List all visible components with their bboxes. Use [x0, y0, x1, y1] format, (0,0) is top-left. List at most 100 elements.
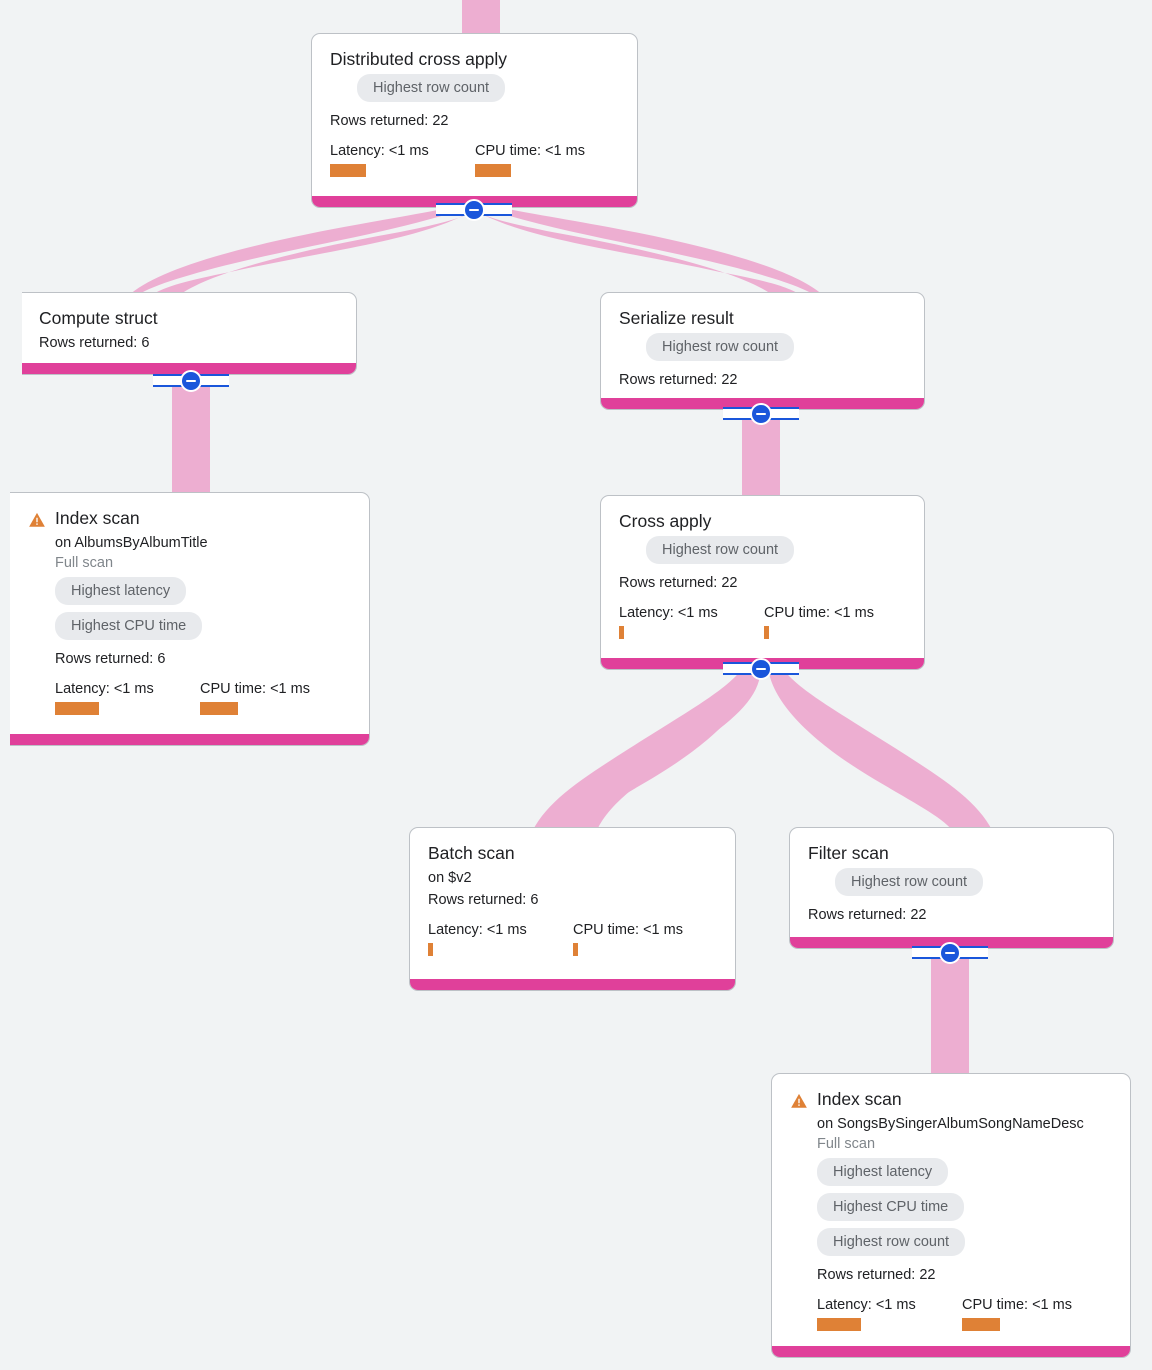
chip-highest-row-count: Highest row count	[817, 1228, 966, 1256]
node-compute-struct[interactable]: Compute struct Rows returned: 6	[22, 292, 357, 375]
node-chips: Highest latency Highest CPU time	[55, 577, 351, 647]
node-title-row: Index scan	[28, 507, 351, 529]
node-title-row: Filter scan	[808, 842, 1095, 864]
node-title-row: Index scan	[790, 1088, 1112, 1110]
edge-cross-apply-to-batch-scan	[560, 672, 760, 832]
metric-latency: Latency: <1 ms	[619, 604, 764, 639]
collapse-toggle-icon[interactable]	[939, 942, 961, 964]
rows-returned: Rows returned: 6	[39, 335, 150, 351]
collapse-toggle-icon[interactable]	[463, 199, 485, 221]
node-title-row: Compute struct	[39, 307, 338, 329]
edge-root-to-compute-struct-body	[128, 202, 472, 302]
node-subtitle: on SongsBySingerAlbumSongNameDesc	[817, 1116, 1084, 1132]
node-title-row: Cross apply	[619, 510, 906, 532]
collapse-button-serialize-result[interactable]	[723, 403, 799, 425]
metric-latency-label: Latency: <1 ms	[619, 605, 718, 621]
metric-cpu-time: CPU time: <1 ms	[200, 680, 310, 715]
metric-latency-label: Latency: <1 ms	[55, 681, 154, 697]
chip-highest-row-count: Highest row count	[835, 868, 984, 896]
metric-latency-bar	[428, 943, 433, 956]
metric-latency: Latency: <1 ms	[428, 921, 573, 956]
collapse-toggle-icon[interactable]	[180, 370, 202, 392]
metric-cpu-time: CPU time: <1 ms	[764, 604, 874, 639]
node-cross-apply[interactable]: Cross apply Highest row count Rows retur…	[600, 495, 925, 670]
chip-highest-row-count: Highest row count	[646, 536, 795, 564]
node-chips: Highest row count	[646, 333, 906, 368]
warning-icon	[791, 1093, 807, 1108]
node-status-bar	[772, 1346, 1130, 1357]
node-body: Index scan on AlbumsByAlbumTitle Full sc…	[10, 493, 369, 731]
node-body: Batch scan on $v2 Rows returned: 6 Laten…	[410, 828, 735, 972]
node-title-row: Batch scan	[428, 842, 717, 864]
node-chips: Highest latency Highest CPU time Highest…	[817, 1158, 1112, 1263]
collapse-button-compute-struct[interactable]	[153, 370, 229, 392]
metric-latency-bar	[817, 1318, 861, 1331]
node-title: Filter scan	[808, 843, 889, 863]
metric-cpu-bar	[962, 1318, 1000, 1331]
collapse-button-distributed-cross-apply[interactable]	[436, 199, 512, 221]
metric-latency: Latency: <1 ms	[55, 680, 200, 715]
node-body: Filter scan Highest row count Rows retur…	[790, 828, 1113, 941]
node-distributed-cross-apply[interactable]: Distributed cross apply Highest row coun…	[311, 33, 638, 208]
node-batch-scan[interactable]: Batch scan on $v2 Rows returned: 6 Laten…	[409, 827, 736, 991]
metric-cpu-time: CPU time: <1 ms	[573, 921, 683, 956]
node-chips: Highest row count	[646, 536, 906, 571]
node-index-scan-songs[interactable]: Index scan on SongsBySingerAlbumSongName…	[771, 1073, 1131, 1358]
rows-returned: Rows returned: 22	[619, 372, 738, 388]
node-subtitle: on AlbumsByAlbumTitle	[55, 535, 208, 551]
metric-cpu-label: CPU time: <1 ms	[200, 681, 310, 697]
metric-cpu-label: CPU time: <1 ms	[475, 143, 585, 159]
rows-returned: Rows returned: 22	[330, 113, 449, 129]
node-body: Compute struct Rows returned: 6	[22, 293, 356, 369]
collapse-toggle-icon[interactable]	[750, 403, 772, 425]
node-title: Index scan	[817, 1089, 902, 1109]
metric-latency-label: Latency: <1 ms	[428, 922, 527, 938]
metric-cpu-bar	[475, 164, 511, 177]
collapse-button-filter-scan[interactable]	[912, 942, 988, 964]
metric-cpu-bar	[764, 626, 769, 639]
node-title: Distributed cross apply	[330, 49, 508, 69]
metric-latency-label: Latency: <1 ms	[817, 1297, 916, 1313]
rows-returned: Rows returned: 22	[619, 575, 738, 591]
collapse-toggle-icon[interactable]	[750, 658, 772, 680]
chip-highest-cpu-time: Highest CPU time	[817, 1193, 965, 1221]
chip-highest-row-count: Highest row count	[357, 74, 506, 102]
node-subtitle: on $v2	[428, 870, 472, 886]
node-status-bar	[22, 363, 356, 374]
node-metrics: Latency: <1 ms CPU time: <1 ms	[55, 680, 351, 715]
node-metrics: Latency: <1 ms CPU time: <1 ms	[330, 142, 619, 177]
rows-returned: Rows returned: 22	[808, 907, 927, 923]
metric-cpu-bar	[200, 702, 238, 715]
chip-highest-row-count: Highest row count	[646, 333, 795, 361]
node-status-bar	[410, 979, 735, 990]
node-title-row: Serialize result	[619, 307, 906, 329]
metric-cpu-time: CPU time: <1 ms	[475, 142, 585, 177]
edge-cross-apply-to-filter-scan	[768, 666, 995, 836]
node-title: Batch scan	[428, 843, 515, 863]
chip-highest-latency: Highest latency	[55, 577, 187, 605]
edge-cross-apply-to-batch-scan-body	[530, 666, 757, 836]
node-scan-note: Full scan	[817, 1136, 876, 1152]
node-title: Compute struct	[39, 308, 158, 328]
metric-cpu-time: CPU time: <1 ms	[962, 1296, 1072, 1331]
metric-latency-label: Latency: <1 ms	[330, 143, 429, 159]
node-scan-note: Full scan	[55, 555, 114, 571]
collapse-button-cross-apply[interactable]	[723, 658, 799, 680]
node-body: Serialize result Highest row count Rows …	[601, 293, 924, 406]
node-index-scan-albums[interactable]: Index scan on AlbumsByAlbumTitle Full sc…	[10, 492, 370, 746]
node-filter-scan[interactable]: Filter scan Highest row count Rows retur…	[789, 827, 1114, 949]
metric-latency-bar	[619, 626, 624, 639]
rows-returned: Rows returned: 22	[817, 1267, 936, 1283]
node-metrics: Latency: <1 ms CPU time: <1 ms	[428, 921, 717, 956]
node-chips: Highest row count	[357, 74, 619, 109]
node-body: Index scan on SongsBySingerAlbumSongName…	[772, 1074, 1130, 1347]
rows-returned: Rows returned: 6	[428, 892, 539, 908]
node-title-row: Distributed cross apply	[330, 48, 619, 70]
edge-compute-struct-to-index-scan	[172, 382, 210, 500]
node-serialize-result[interactable]: Serialize result Highest row count Rows …	[600, 292, 925, 410]
metric-cpu-label: CPU time: <1 ms	[962, 1297, 1072, 1313]
node-title: Index scan	[55, 508, 140, 528]
node-title: Cross apply	[619, 511, 712, 531]
node-metrics: Latency: <1 ms CPU time: <1 ms	[817, 1296, 1112, 1331]
